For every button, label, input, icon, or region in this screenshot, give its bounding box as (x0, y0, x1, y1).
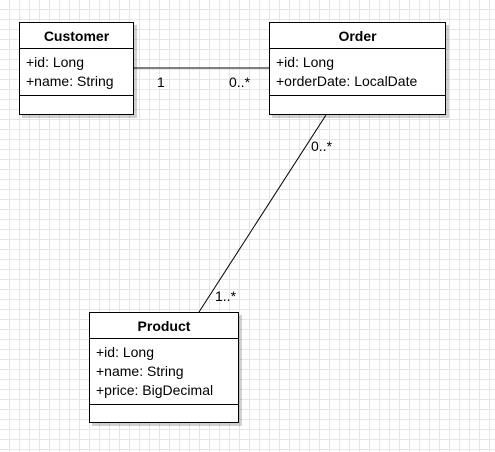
attribute: +id: Long (96, 344, 154, 360)
association-order-product[interactable] (198, 114, 327, 313)
attribute-compartment: +id: Long +name: String +price: BigDecim… (90, 339, 238, 405)
class-name: Order (270, 23, 445, 49)
class-product[interactable]: Product +id: Long +name: String +price: … (89, 312, 239, 423)
multiplicity-label: 1 (157, 74, 165, 90)
class-name: Customer (20, 23, 133, 49)
attribute: +orderDate: LocalDate (276, 73, 418, 89)
attribute: +id: Long (276, 54, 334, 70)
attribute-compartment: +id: Long +orderDate: LocalDate (270, 49, 445, 96)
attribute: +name: String (96, 363, 184, 379)
class-customer[interactable]: Customer +id: Long +name: String (19, 22, 134, 115)
operation-compartment (20, 96, 133, 103)
multiplicity-label: 0..* (229, 74, 251, 90)
attribute-compartment: +id: Long +name: String (20, 49, 133, 96)
multiplicity-label: 1..* (215, 288, 237, 304)
multiplicity-label: 0..* (311, 138, 333, 154)
operation-compartment (270, 96, 445, 103)
attribute: +id: Long (26, 54, 84, 70)
operation-compartment (90, 405, 238, 412)
class-name: Product (90, 313, 238, 339)
attribute: +price: BigDecimal (96, 382, 214, 398)
class-order[interactable]: Order +id: Long +orderDate: LocalDate (269, 22, 446, 115)
attribute: +name: String (26, 73, 114, 89)
